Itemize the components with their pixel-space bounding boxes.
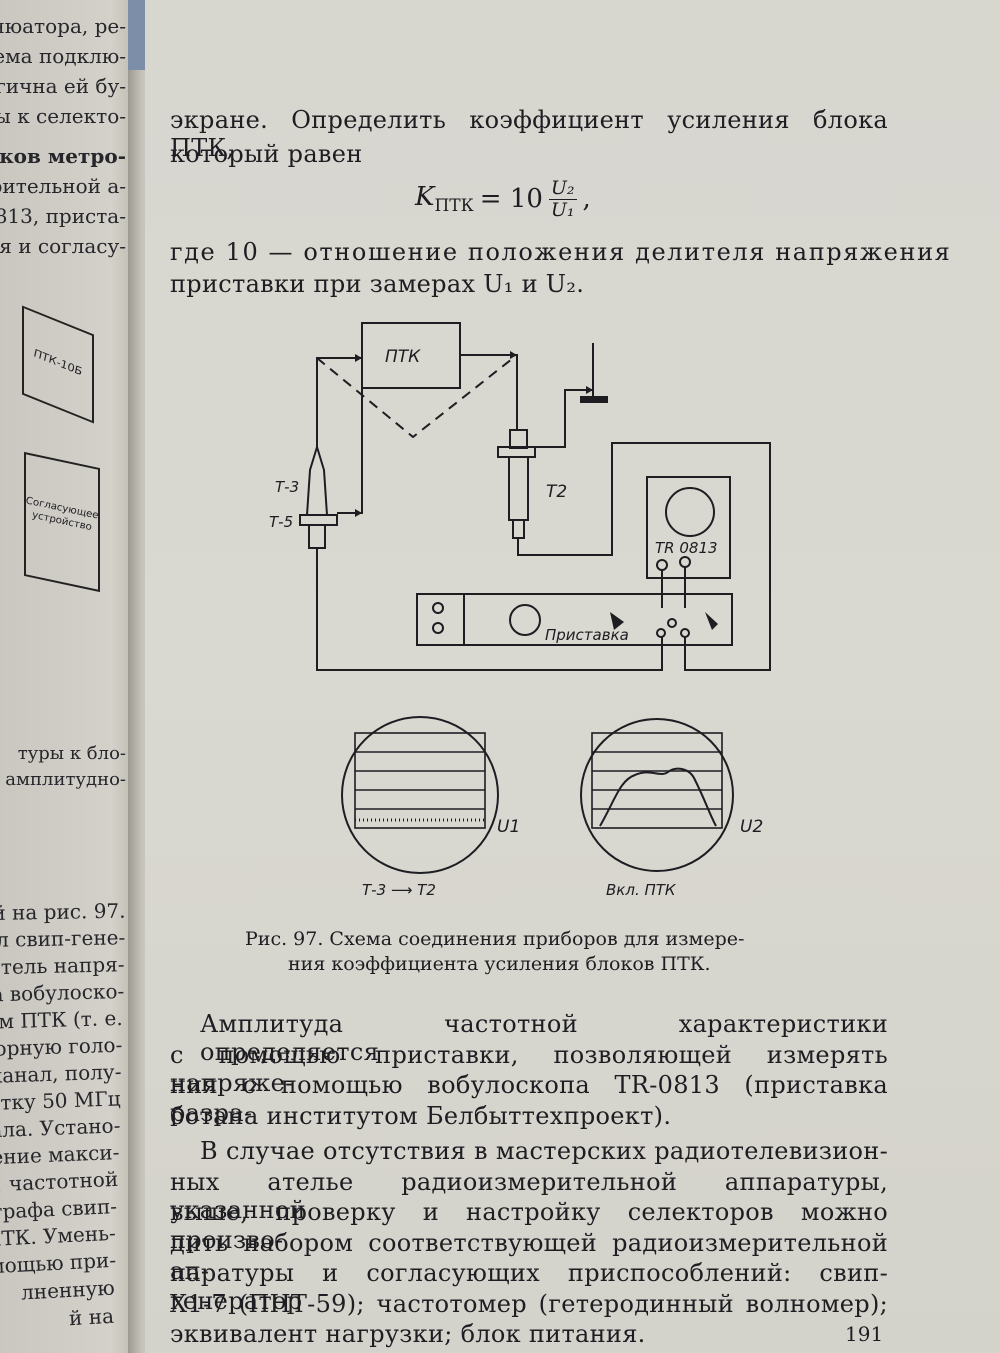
wire-t3-ptk [316, 357, 362, 447]
formula-k: K [415, 182, 435, 213]
page-number: 191 [845, 1322, 884, 1346]
text-line: экране. Определить коэффициент усиления … [170, 106, 888, 162]
text-line: Х1-7 (ПНТ-59); частотомер (гетеродинный … [170, 1289, 888, 1318]
text-line: дить набором соответствующей радиоизмери… [170, 1228, 888, 1285]
left-text-line: аттенюатора, ре- [0, 14, 126, 38]
wire-bottom [316, 548, 663, 671]
page-gutter [128, 0, 150, 1353]
label-vkl-ptk: Вкл. ПТК [606, 881, 677, 899]
label-pristavka: Приставка [545, 626, 629, 644]
probe-t2-tip [512, 519, 525, 539]
label-t3-t2: Т-3 ⟶ Т2 [362, 881, 436, 899]
wire-t2-tr [517, 442, 771, 671]
text-line: с помощью приставки, позволяющей измерят… [170, 1040, 888, 1097]
probe-t3-tip [308, 524, 326, 549]
text-line: где 10 — отношение положения делителя на… [170, 238, 952, 266]
tr-terminal [679, 556, 691, 568]
probe-t3-ring [299, 514, 338, 526]
label-ptk: ПТК [385, 347, 421, 367]
text-line: эквивалент нагрузки; блок питания. [170, 1320, 646, 1348]
left-page: аттенюатора, ре- лок-схема подклю- Анало… [0, 0, 140, 1353]
left-text-line: с измерительной а- [0, 174, 126, 198]
scope-grid-u1 [354, 732, 486, 829]
dashed-bypass [316, 354, 518, 439]
label-t5: Т-5 [269, 513, 293, 531]
wire-antenna [535, 389, 593, 448]
scope-screen-u2 [580, 718, 734, 872]
text-line: В случае отсутствия в мастерских радиоте… [200, 1137, 888, 1165]
text-line: паратуры и согласующих приспособлений: с… [170, 1259, 888, 1315]
tr0813-screen [665, 487, 715, 537]
label-t3: Т-3 [275, 478, 299, 496]
pristavka-knob [509, 604, 541, 636]
pristavka-box [416, 593, 733, 646]
text-line: Амплитуда частотной характеристики опред… [200, 1010, 888, 1066]
left-text-line: яжения и согласу- [0, 234, 126, 258]
left-caption-line: амплитудно- [5, 769, 126, 790]
scope-grid-u2 [591, 732, 723, 829]
tr-terminal [656, 559, 668, 571]
wire-t5-ptk [337, 388, 363, 514]
probe-t2-body [508, 456, 529, 521]
text-line: который равен [170, 140, 363, 168]
tr0813-box [646, 476, 731, 579]
right-page [145, 0, 1000, 1353]
probe-t2-top [509, 429, 528, 449]
text-line: приставки при замерах U₁ и U₂. [170, 270, 585, 298]
formula-comma: , [582, 184, 591, 215]
label-u1: U1 [497, 817, 520, 837]
figure-caption-line: Рис. 97. Схема соединения приборов для и… [245, 928, 745, 950]
trace-u2 [599, 767, 717, 827]
label-t2: Т2 [546, 482, 567, 502]
left-heading-line: я блоков метро- [0, 144, 126, 168]
formula-denominator: U₁ [550, 198, 575, 221]
text-line: ных ателье радиоизмерительной аппаратуры… [170, 1167, 888, 1224]
scope-screen-u1 [341, 716, 499, 874]
text-line: выше, проверку и настройку селекторов мо… [170, 1198, 888, 1254]
left-text-line: а TR-0813, приста- [0, 204, 126, 228]
formula-lhs: KПТК [415, 182, 474, 216]
text-line: ботана институтом Белбыттехпроект). [170, 1101, 672, 1130]
left-text-line: Аналогична ей бу- [0, 74, 126, 98]
figure-caption-line: ния коэффициента усиления блоков ПТК. [288, 953, 711, 975]
probe-t3 [305, 443, 329, 516]
left-caption-line: туры к бло- [17, 743, 126, 764]
formula-sub: ПТК [434, 196, 474, 217]
label-tr0813: TR 0813 [655, 539, 718, 557]
formula-numerator: U₂ [548, 177, 577, 200]
formula-eq: = 10 [479, 184, 543, 215]
text-line: ния с помощью вобулоскопа TR-0813 (прист… [170, 1071, 888, 1127]
left-text-line: уры к селекто- [0, 104, 126, 128]
label-u2: U2 [740, 817, 763, 837]
left-text-line: лок-схема подклю- [0, 44, 126, 68]
